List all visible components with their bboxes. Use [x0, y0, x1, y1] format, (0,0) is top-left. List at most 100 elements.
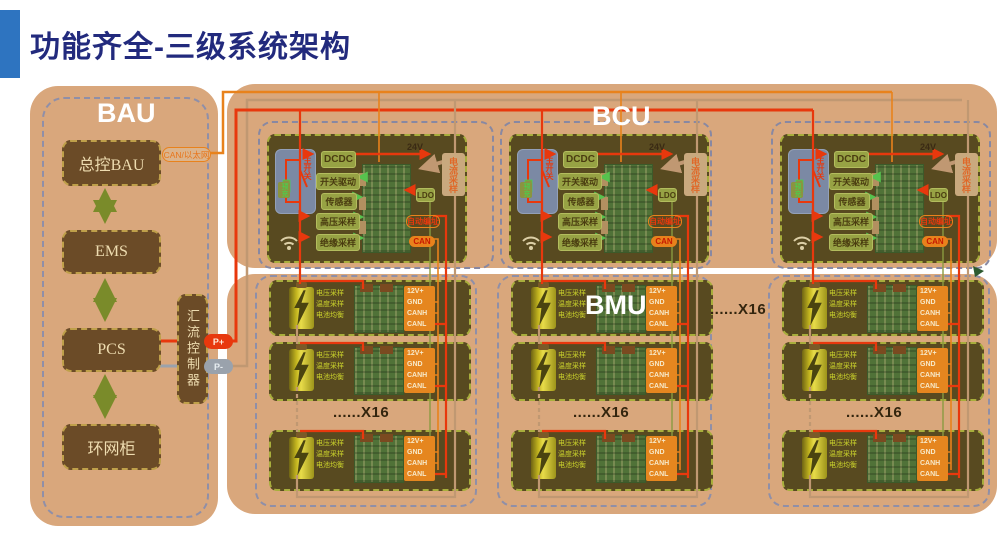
bmu-pcb-image	[354, 346, 404, 395]
bcu-pcb-image	[359, 164, 411, 253]
voltage-sampling-label: 电压采样	[316, 290, 344, 297]
terminal-canl: CANL	[649, 383, 669, 390]
terminal-block: 12V+ GND CANH CANL	[404, 348, 435, 393]
bau-box-master: 总控BAU	[62, 140, 161, 186]
terminal-12v: 12V+	[407, 350, 424, 357]
battery-cap	[538, 432, 549, 438]
current-sampling-box: 电流采样	[955, 153, 978, 196]
bcu-module-1: 主开关 预充 DCDC 开关驱动 传感器 高压采样 绝缘采样 LDO 自动编址 …	[258, 121, 494, 269]
bus-controller-box: 汇流控制器	[177, 294, 208, 404]
main-switch-label: 主开关	[545, 156, 554, 180]
voltage-sampling-label: 电压采样	[829, 290, 857, 297]
can-badge: CAN	[651, 236, 677, 247]
terminal-gnd: GND	[920, 361, 936, 368]
battery-cap	[809, 344, 820, 350]
bmu-module: 电压采样 温度采样 电池均衡 12V+ GND CANH CANL	[511, 342, 713, 401]
current-sampling-box: 电流采样	[684, 153, 707, 196]
bcu-module-board: 主开关 预充 DCDC 开关驱动 传感器 高压采样 绝缘采样 LDO 自动编址 …	[267, 134, 467, 263]
terminal-12v: 12V+	[649, 288, 666, 295]
contactor-box: 主开关 预充	[275, 149, 316, 214]
main-switch-label: 主开关	[303, 156, 312, 180]
battery-cap	[538, 344, 549, 350]
cell-balancing-label: 电池均衡	[316, 462, 344, 469]
terminal-block: 12V+ GND CANH CANL	[404, 286, 435, 331]
contactor-box: 主开关 预充	[788, 149, 829, 214]
terminal-canl: CANL	[649, 471, 669, 478]
bmu-pcb-image	[596, 434, 646, 483]
cell-balancing-label: 电池均衡	[558, 312, 586, 319]
sensor-box: 传感器	[834, 193, 870, 210]
battery-cap	[809, 432, 820, 438]
bmu-column-1: 电压采样 温度采样 电池均衡 12V+ GND CANH CANL 电压采样 温…	[255, 275, 477, 507]
terminal-canl: CANL	[407, 383, 427, 390]
p-minus-badge: P-	[204, 359, 233, 374]
terminal-12v: 12V+	[920, 350, 937, 357]
terminal-canl: CANL	[920, 383, 940, 390]
temперature-sampling-label: 温度采样	[316, 363, 344, 370]
bmu-module: 电压采样 温度采样 电池均衡 12V+ GND CANH CANL	[782, 430, 984, 491]
insulation-sampling-box: 绝缘采样	[829, 234, 873, 251]
bmu-pcb-image	[867, 434, 917, 483]
terminal-block: 12V+ GND CANH CANL	[917, 348, 948, 393]
bmu-module: 电压采样 温度采样 电池均衡 12V+ GND CANH CANL	[782, 342, 984, 401]
battery-cap	[296, 432, 307, 438]
repeat-x16-horizontal-label: ......X16	[710, 301, 767, 318]
battery-cap	[296, 282, 307, 288]
terminal-12v: 12V+	[407, 288, 424, 295]
auto-addressing-badge: 自动编址	[406, 215, 440, 228]
voltage-sampling-label: 电压采样	[316, 352, 344, 359]
terminal-block: 12V+ GND CANH CANL	[917, 286, 948, 331]
voltage-sampling-label: 电压采样	[558, 290, 586, 297]
switch-drive-box: 开关驱动	[829, 173, 873, 190]
battery-icon	[289, 349, 314, 391]
page-title: 功能齐全-三级系统架构	[30, 31, 351, 64]
terminal-canh: CANH	[920, 460, 941, 467]
temперature-sampling-label: 温度采样	[829, 301, 857, 308]
terminal-canh: CANH	[649, 460, 670, 467]
cell-balancing-label: 电池均衡	[316, 312, 344, 319]
repeat-x16-label: ......X16	[573, 404, 630, 421]
dcdc-box: DCDC	[563, 151, 598, 168]
terminal-canh: CANH	[649, 310, 670, 317]
terminal-block: 12V+ GND CANH CANL	[646, 286, 677, 331]
wifi-icon	[519, 232, 543, 256]
24v-label: 24V	[920, 142, 937, 152]
terminal-canh: CANH	[407, 372, 428, 379]
battery-cap	[809, 282, 820, 288]
can-badge: CAN	[922, 236, 948, 247]
terminal-block: 12V+ GND CANH CANL	[646, 348, 677, 393]
temперature-sampling-label: 温度采样	[558, 451, 586, 458]
precharge-label: 预充	[791, 182, 803, 198]
cell-balancing-label: 电池均衡	[558, 462, 586, 469]
terminal-canl: CANL	[920, 471, 940, 478]
terminal-12v: 12V+	[920, 438, 937, 445]
temперature-sampling-label: 温度采样	[316, 451, 344, 458]
current-sampling-box: 电流采样	[442, 153, 465, 196]
battery-icon	[802, 349, 827, 391]
precharge-label: 预充	[520, 182, 532, 198]
bcu-header: BCU	[592, 101, 651, 131]
bcu-module-3: 主开关 预充 DCDC 开关驱动 传感器 高压采样 绝缘采样 LDO 自动编址 …	[771, 121, 991, 269]
terminal-block: 12V+ GND CANH CANL	[917, 436, 948, 481]
switch-drive-box: 开关驱动	[558, 173, 602, 190]
bmu-header: BMU	[585, 290, 647, 320]
wifi-icon	[790, 232, 814, 256]
auto-addressing-badge: 自动编址	[648, 215, 682, 228]
terminal-gnd: GND	[649, 449, 665, 456]
can-badge: CAN	[409, 236, 435, 247]
sensor-box: 传感器	[321, 193, 357, 210]
insulation-sampling-box: 绝缘采样	[316, 234, 360, 251]
hv-sampling-box: 高压采样	[829, 213, 873, 230]
temперature-sampling-label: 温度采样	[558, 363, 586, 370]
terminal-gnd: GND	[407, 299, 423, 306]
bcu-pcb-image	[872, 164, 924, 253]
repeat-x16-label: ......X16	[333, 404, 390, 421]
hv-sampling-box: 高压采样	[558, 213, 602, 230]
terminal-canh: CANH	[407, 460, 428, 467]
terminal-canl: CANL	[649, 321, 669, 328]
temперature-sampling-label: 温度采样	[316, 301, 344, 308]
terminal-gnd: GND	[649, 299, 665, 306]
terminal-12v: 12V+	[920, 288, 937, 295]
terminal-12v: 12V+	[649, 350, 666, 357]
switch-drive-box: 开关驱动	[316, 173, 360, 190]
